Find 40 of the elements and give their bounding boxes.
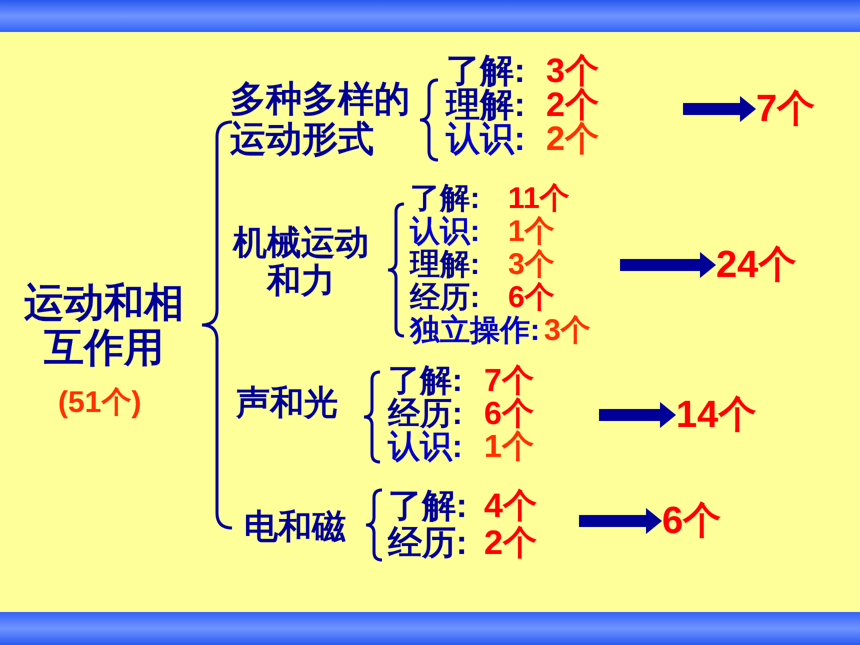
count-value: 3个 [508, 250, 555, 280]
requirement-label: 了解: [388, 489, 468, 523]
count-value: 3个 [544, 316, 591, 346]
count-value: 4个 [484, 489, 537, 523]
requirement-label: 经历: [388, 397, 463, 429]
category-label: 机械运动和力 [231, 224, 370, 300]
total-count: 24个 [716, 246, 796, 284]
requirement-label: 了解: [446, 54, 526, 88]
requirement-label: 理解: [410, 250, 480, 280]
total-count: 7个 [756, 90, 816, 128]
count-value: 11个 [508, 184, 570, 214]
requirement-label: 认识: [446, 122, 526, 156]
total-count: (51个) [58, 388, 142, 418]
count-value: 6个 [508, 283, 555, 313]
count-value: 1个 [508, 217, 555, 247]
category-label: 声和光 [236, 386, 338, 420]
count-value: 2个 [546, 88, 599, 122]
category-label: 电和磁 [244, 510, 346, 544]
count-value: 1个 [484, 430, 534, 462]
requirement-label: 了解: [388, 364, 463, 396]
count-value: 6个 [484, 397, 534, 429]
count-value: 2个 [484, 526, 537, 560]
count-value: 3个 [546, 54, 599, 88]
total-count: 6个 [662, 502, 722, 540]
requirement-label: 理解: [446, 88, 526, 122]
count-value: 7个 [484, 364, 534, 396]
arrow [599, 402, 676, 428]
total-count: 14个 [676, 396, 756, 434]
arrow [579, 508, 662, 534]
requirement-label: 独立操作: [410, 316, 540, 346]
count-value: 2个 [546, 122, 599, 156]
arrow [683, 96, 756, 122]
category-label: 多种多样的运动形式 [230, 79, 411, 158]
arrow [620, 252, 716, 278]
requirement-label: 经历: [388, 526, 468, 560]
requirement-label: 认识: [388, 430, 463, 462]
requirement-label: 了解: [410, 184, 480, 214]
requirement-label: 经历: [410, 283, 480, 313]
requirement-label: 认识: [410, 217, 480, 247]
root-topic: 运动和相互作用 [23, 281, 185, 371]
